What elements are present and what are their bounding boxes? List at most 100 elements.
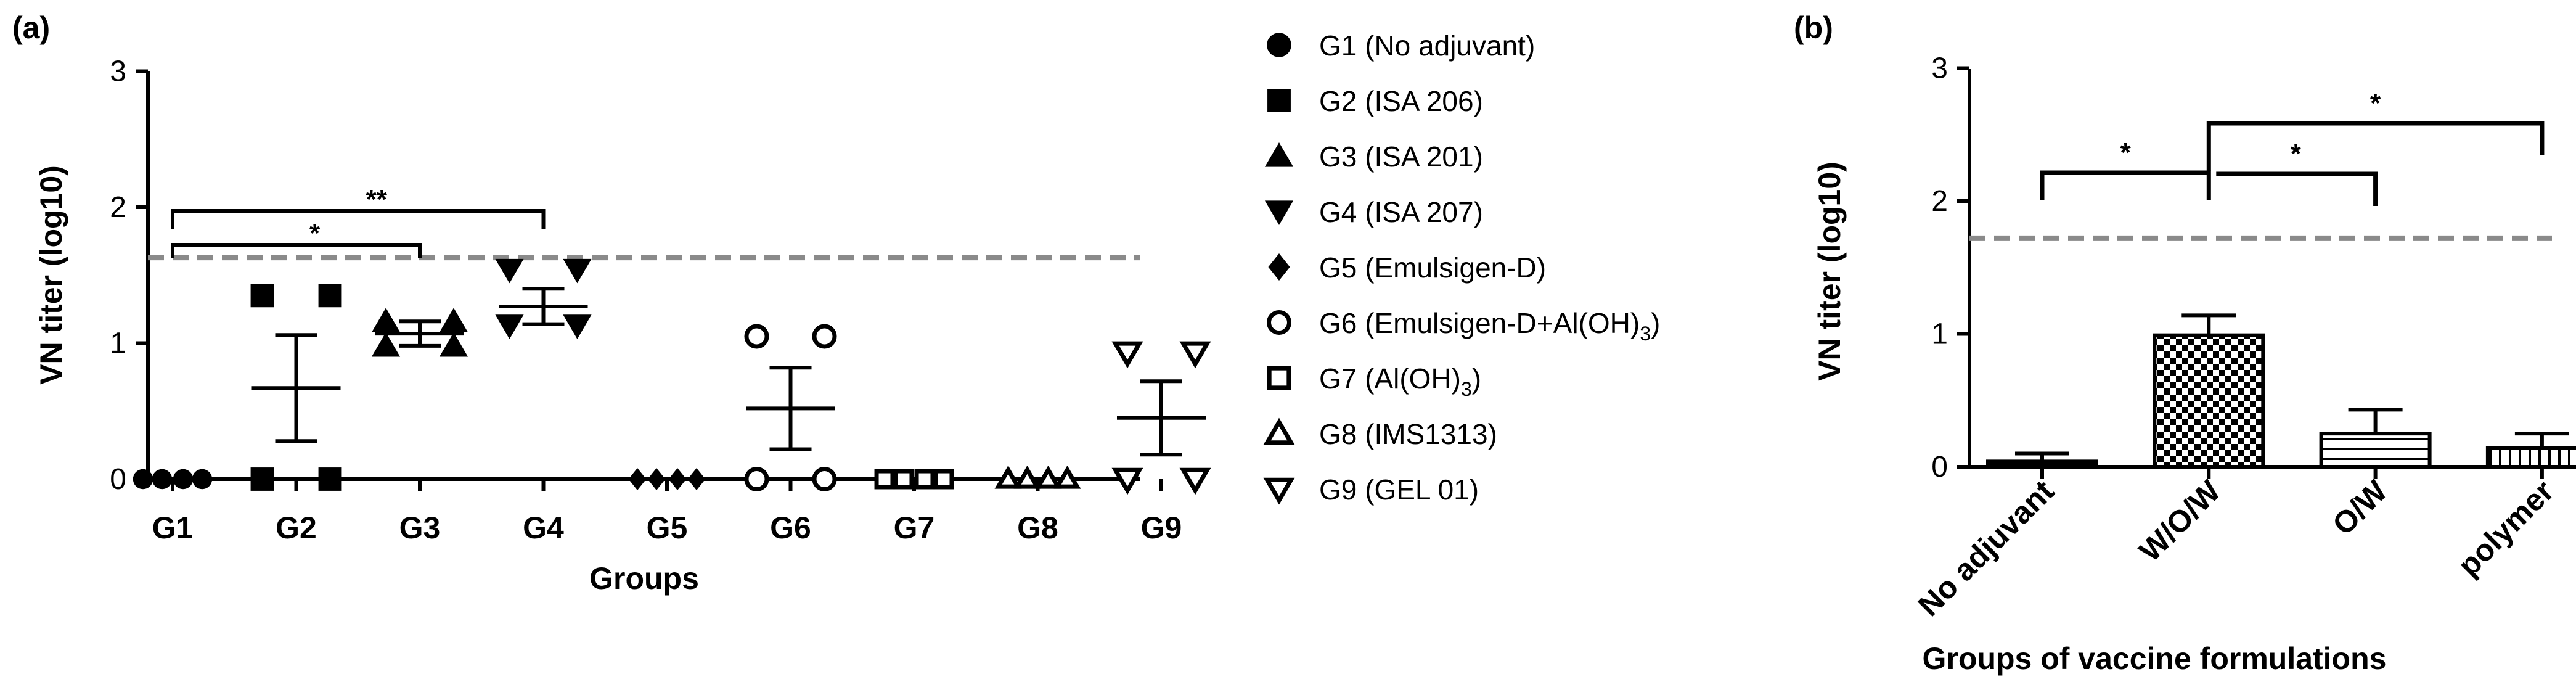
chart-a-group-G2	[250, 284, 342, 491]
chart-a-x-tick-label: G5	[647, 511, 688, 545]
legend-marker	[1263, 417, 1295, 445]
chart-a-point	[563, 314, 592, 339]
legend-item: G3 (ISA 201)	[1264, 141, 1483, 173]
chart-a-group-G1	[133, 469, 213, 490]
chart-a-point	[687, 468, 706, 490]
chart-b-sig-label: *	[2120, 138, 2132, 168]
chart-a-point	[250, 284, 274, 308]
chart-a-point	[812, 467, 837, 491]
legend-label: G4 (ISA 207)	[1319, 196, 1483, 228]
chart-a-point	[192, 469, 213, 490]
legend-label: G8 (IMS1313)	[1319, 418, 1497, 450]
chart-a-point	[933, 469, 954, 490]
chart-a-group-G7	[874, 469, 954, 490]
chart-b-bar	[1986, 459, 2098, 469]
chart-a-group-G4	[495, 258, 592, 339]
chart-a-group-G3	[371, 308, 468, 357]
chart-a-point	[1179, 467, 1211, 495]
chart-a-point	[874, 469, 895, 490]
chart-a-point	[1111, 341, 1143, 369]
legend-item: G1 (No adjuvant)	[1267, 30, 1535, 62]
chart-a-group-G6	[744, 324, 837, 491]
chart-a-point	[1053, 465, 1081, 489]
legend-label: G5 (Emulsigen-D)	[1319, 252, 1546, 284]
chart-b-y-tick-label: 2	[1931, 185, 1948, 218]
chart-a-y-tick-label: 1	[110, 327, 126, 360]
chart-b-bar-group	[2153, 313, 2265, 469]
chart-a-point	[668, 468, 687, 490]
chart-a-x-tick-label: G2	[276, 511, 317, 545]
legend-item: G7 (Al(OH)3)	[1267, 363, 1481, 400]
chart-a-x-tick-label: G7	[894, 511, 935, 545]
chart-a-group-G9	[1111, 341, 1211, 495]
chart-a-significance: ***	[171, 184, 546, 258]
chart-a-point	[250, 467, 274, 491]
legend-marker	[1264, 200, 1294, 225]
legend: G1 (No adjuvant) G2 (ISA 206) G3 (ISA 201)…	[1263, 30, 1660, 506]
chart-a-point	[318, 467, 342, 491]
legend-marker	[1267, 33, 1291, 57]
chart-a-x-tick-label: G1	[152, 511, 194, 545]
panel-b-label: (b)	[1794, 10, 1833, 45]
chart-b-xlabel: Groups of vaccine formulations	[1923, 641, 2387, 676]
chart-a-point	[439, 332, 468, 357]
chart-a-group-G5	[628, 468, 706, 490]
legend-marker	[1268, 253, 1290, 281]
panel-a-label: (a)	[12, 10, 50, 45]
chart-b-sig-label: *	[2370, 88, 2381, 118]
chart-a-point	[495, 314, 524, 339]
chart-a-x-tick-label: G6	[770, 511, 811, 545]
chart-b-ylabel: VN titer (log10)	[1812, 162, 1847, 381]
chart-b-y-tick-label: 1	[1931, 318, 1948, 351]
chart-b-bar	[2485, 446, 2576, 469]
chart-b-sig-bracket	[2216, 171, 2378, 206]
chart-b-bar-group	[2485, 432, 2576, 469]
chart-a-y-tick-label: 0	[110, 463, 126, 496]
chart-a-point	[318, 284, 342, 308]
legend-marker	[1267, 89, 1291, 112]
chart-a-point	[495, 258, 524, 284]
chart-a-point	[812, 324, 837, 349]
chart-b-x-tick-label: No adjuvant	[1912, 474, 2061, 623]
chart-a-point	[893, 469, 914, 490]
chart-b-sig-bracket	[2040, 170, 2211, 200]
chart-b-bar-group	[2319, 408, 2432, 469]
chart-a-point	[744, 324, 769, 349]
chart-a-sig-bracket	[171, 209, 546, 229]
chart-a-sig-label: **	[366, 184, 388, 215]
chart-b-sig-bracket	[2206, 121, 2545, 171]
chart-a-point	[628, 468, 647, 490]
chart-a-point	[1013, 465, 1041, 489]
chart-a-sig-label: *	[309, 218, 321, 249]
chart-a-y-tick-label: 3	[110, 55, 126, 88]
legend-label: G9 (GEL 01)	[1319, 474, 1479, 506]
legend-label: G3 (ISA 201)	[1319, 141, 1483, 173]
chart-b-x-tick-label: O/W	[2326, 474, 2394, 542]
chart-a-point	[133, 469, 153, 490]
chart-a-point	[152, 469, 173, 490]
legend-item: G2 (ISA 206)	[1267, 85, 1483, 117]
chart-a-y-tick-label: 2	[110, 191, 126, 224]
chart-a-x-tick-label: G9	[1141, 511, 1182, 545]
chart-a-xlabel: Groups	[589, 561, 699, 596]
chart-a-points	[133, 258, 1211, 495]
chart-a-sig-bracket	[171, 243, 422, 258]
chart-b-bar	[2319, 432, 2432, 469]
legend-label: G2 (ISA 206)	[1319, 85, 1483, 117]
chart-a-point	[371, 332, 401, 357]
chart-a-point	[1111, 467, 1143, 495]
chart-a-x-tick-label: G8	[1017, 511, 1058, 545]
chart-b-y-tick-label: 3	[1931, 52, 1948, 85]
chart-b-significance: ***	[2040, 88, 2545, 206]
chart-a-x-tick-label: G4	[523, 511, 564, 545]
chart-b-x-tick-label: polymer	[2451, 474, 2561, 583]
chart-b-bar-group	[1986, 451, 2098, 469]
chart-a-y-ticks: 0 1 2 3	[110, 55, 148, 496]
chart-a-point	[994, 465, 1022, 489]
legend-item: G9 (GEL 01)	[1263, 474, 1479, 506]
